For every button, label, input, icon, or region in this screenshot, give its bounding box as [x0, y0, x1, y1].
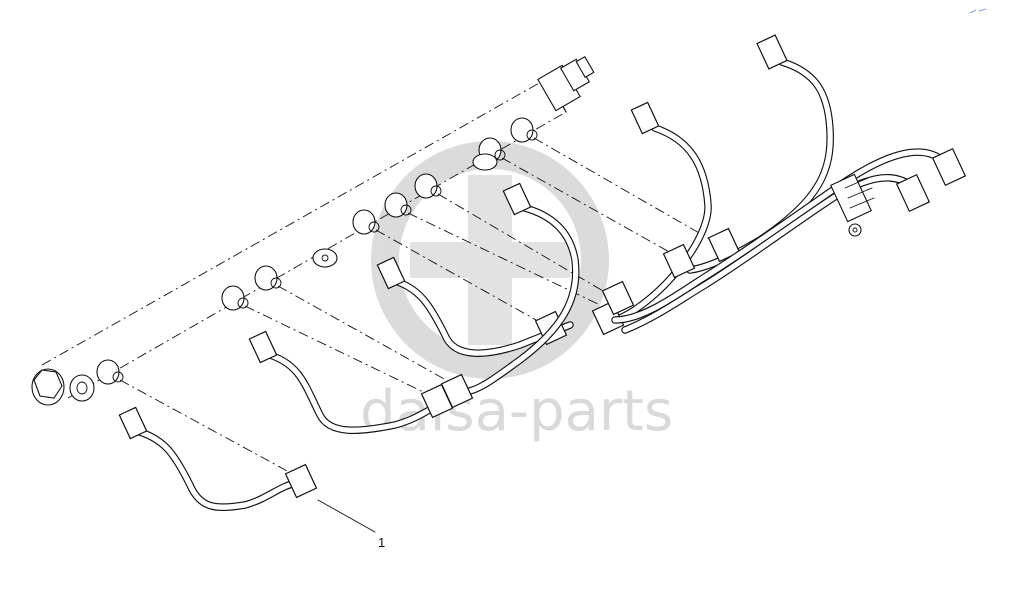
rail-bracket [312, 248, 338, 268]
rail-fitting-8 [510, 117, 538, 143]
fuel-rail [31, 55, 595, 406]
rail-fitting-5 [384, 192, 412, 218]
rail-fitting-1 [96, 359, 124, 385]
watermark-text: dalsa-parts [360, 379, 673, 444]
rail-fitting-2 [221, 285, 249, 311]
callout-label: 1 [378, 535, 385, 550]
injection-pipe-8 [621, 173, 931, 334]
injection-pipe-4 [440, 182, 580, 409]
injection-pipe-7 [611, 147, 967, 324]
injection-pipe-6 [662, 34, 834, 279]
injection-pipe-1 [118, 406, 318, 511]
injection-pipe-5 [591, 101, 712, 336]
callout-leader [317, 499, 376, 533]
rail-fitting-6 [414, 173, 442, 199]
alignment-lines [119, 137, 721, 479]
pipe-clamp [830, 173, 875, 237]
rail-fitting-3 [254, 265, 282, 291]
injection-pipe-2 [248, 330, 454, 435]
rail-fitting-4 [352, 209, 380, 235]
rail-fitting-7 [472, 137, 506, 171]
corner-mark [969, 8, 987, 14]
